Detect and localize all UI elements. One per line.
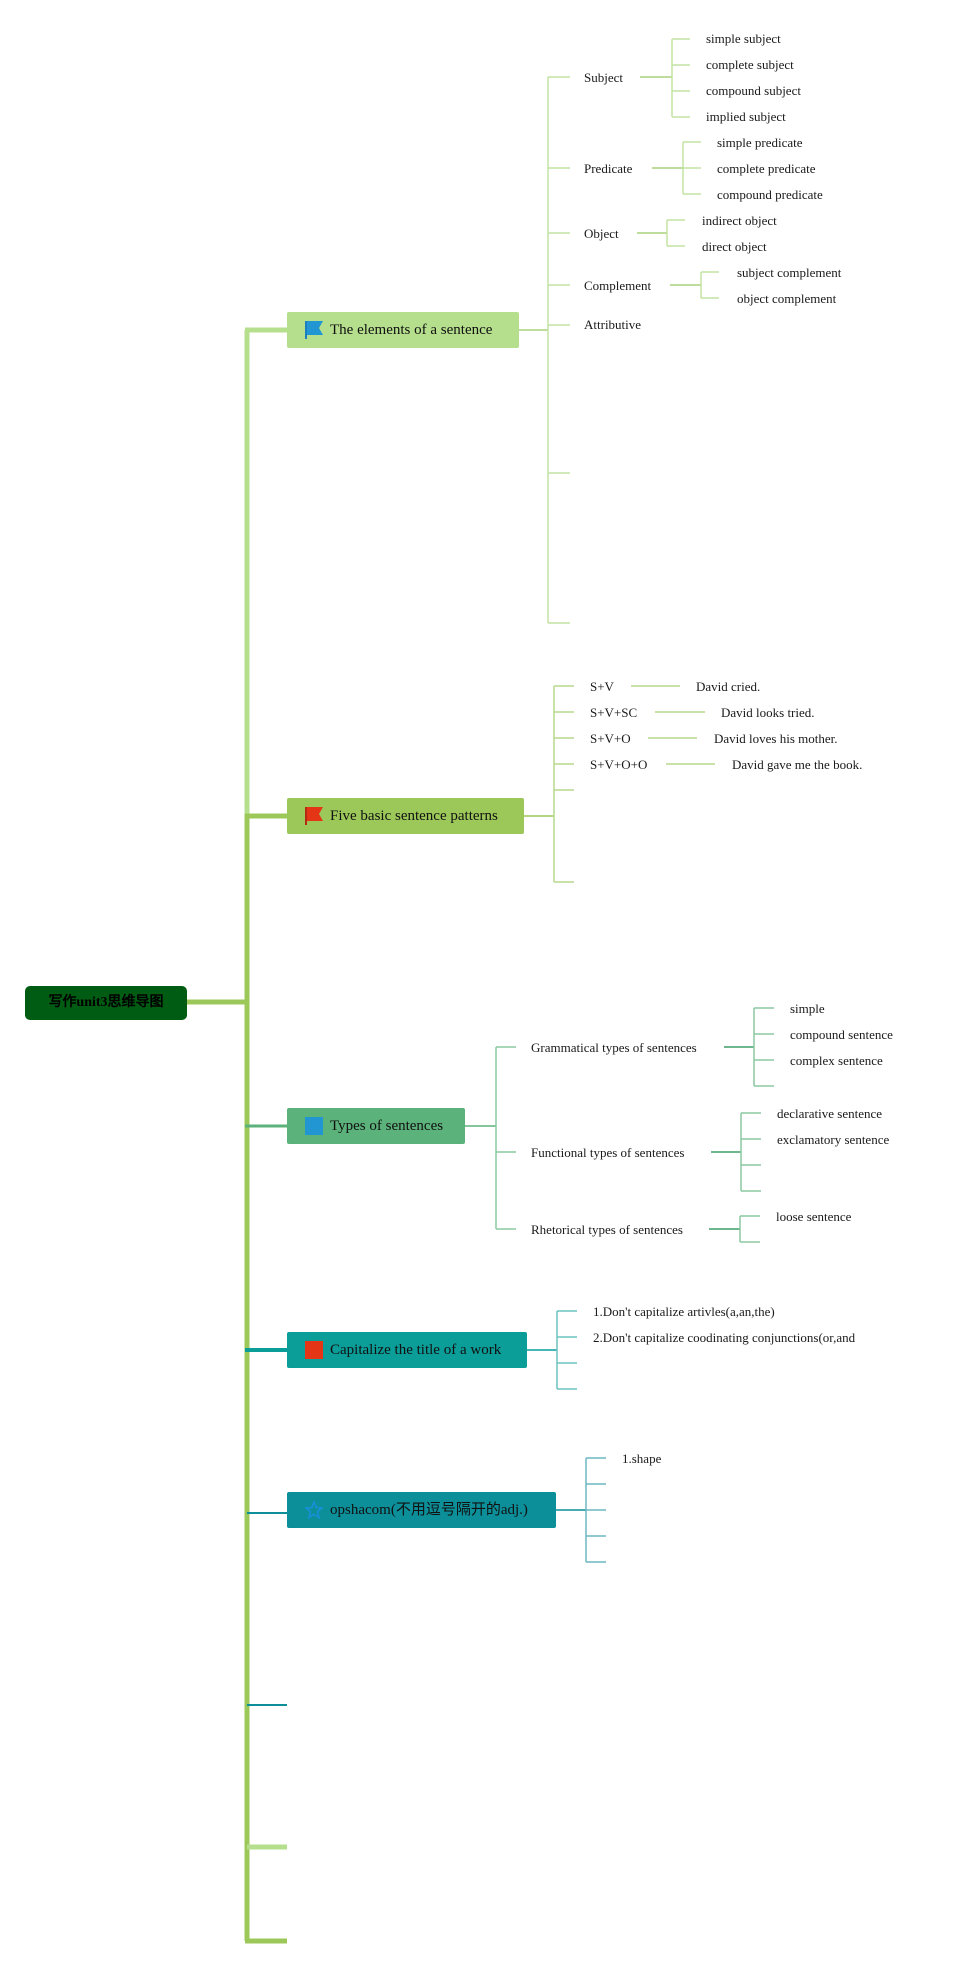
subtopic[interactable]: simple bbox=[790, 1001, 825, 1016]
pattern-example[interactable]: David gave me the book. bbox=[732, 757, 863, 772]
subtopic[interactable]: subject complement bbox=[737, 265, 842, 280]
topic-complement[interactable]: Complement bbox=[584, 278, 652, 293]
branch-node-elements[interactable]: The elements of a sentence bbox=[287, 312, 519, 348]
subtopic[interactable]: indirect object bbox=[702, 213, 777, 228]
subtopic[interactable]: simple subject bbox=[706, 31, 781, 46]
pattern[interactable]: S+V+SC bbox=[590, 705, 638, 720]
pattern-example[interactable]: David loves his mother. bbox=[714, 731, 838, 746]
blue-flag-icon bbox=[305, 321, 323, 339]
sentence-type[interactable]: Grammatical types of sentences bbox=[531, 1040, 697, 1055]
branch-node-capitalize[interactable]: Capitalize the title of a work bbox=[287, 1332, 527, 1368]
sentence-type[interactable]: Rhetorical types of sentences bbox=[531, 1222, 683, 1237]
branch-node-opshacom[interactable]: opshacom(不用逗号隔开的adj.) bbox=[287, 1492, 556, 1528]
subtopic[interactable]: compound subject bbox=[706, 83, 801, 98]
subtopic[interactable]: direct object bbox=[702, 239, 767, 254]
capitalize-rule[interactable]: 1.Don't capitalize artivles(a,an,the) bbox=[593, 1304, 775, 1319]
branch-node-types[interactable]: Types of sentences bbox=[287, 1108, 465, 1144]
subtopic[interactable]: declarative sentence bbox=[777, 1106, 883, 1121]
subtopic[interactable]: exclamatory sentence bbox=[777, 1132, 890, 1147]
subtopic[interactable]: complete predicate bbox=[717, 161, 816, 176]
subtopic[interactable]: simple predicate bbox=[717, 135, 803, 150]
subtopic[interactable]: complex sentence bbox=[790, 1053, 883, 1068]
branch-label: Capitalize the title of a work bbox=[330, 1342, 502, 1358]
pattern[interactable]: S+V bbox=[590, 679, 614, 694]
subtopic[interactable]: implied subject bbox=[706, 109, 786, 124]
opshacom-item[interactable]: 1.shape bbox=[622, 1451, 662, 1466]
subtopic[interactable]: compound predicate bbox=[717, 187, 823, 202]
topic-attributive[interactable]: Attributive bbox=[584, 317, 642, 332]
topic-predicate[interactable]: Predicate bbox=[584, 161, 633, 176]
pattern-example[interactable]: David cried. bbox=[696, 679, 761, 694]
subtopic[interactable]: complete subject bbox=[706, 57, 794, 72]
subtopic[interactable]: object complement bbox=[737, 291, 837, 306]
red-flag-icon bbox=[305, 807, 323, 825]
topic-subject[interactable]: Subject bbox=[584, 70, 623, 85]
branch-label: The elements of a sentence bbox=[330, 322, 493, 338]
root-node[interactable]: 写作unit3思维导图 bbox=[25, 986, 187, 1020]
blue-square-icon bbox=[305, 1117, 323, 1135]
subtopic[interactable]: compound sentence bbox=[790, 1027, 893, 1042]
subtopic[interactable]: loose sentence bbox=[776, 1209, 852, 1224]
pattern[interactable]: S+V+O+O bbox=[590, 757, 648, 772]
star-icon bbox=[305, 1501, 323, 1519]
branch-node-patterns[interactable]: Five basic sentence patterns bbox=[287, 798, 524, 834]
topic-object[interactable]: Object bbox=[584, 226, 619, 241]
branch-label: Types of sentences bbox=[330, 1118, 444, 1134]
branch-label: opshacom(不用逗号隔开的adj.) bbox=[330, 1502, 528, 1518]
red-square-icon bbox=[305, 1341, 323, 1359]
branch-label: Five basic sentence patterns bbox=[330, 808, 498, 824]
sentence-type[interactable]: Functional types of sentences bbox=[531, 1145, 685, 1160]
capitalize-rule[interactable]: 2.Don't capitalize coodinating conjuncti… bbox=[593, 1330, 856, 1345]
pattern-example[interactable]: David looks tried. bbox=[721, 705, 815, 720]
pattern[interactable]: S+V+O bbox=[590, 731, 631, 746]
